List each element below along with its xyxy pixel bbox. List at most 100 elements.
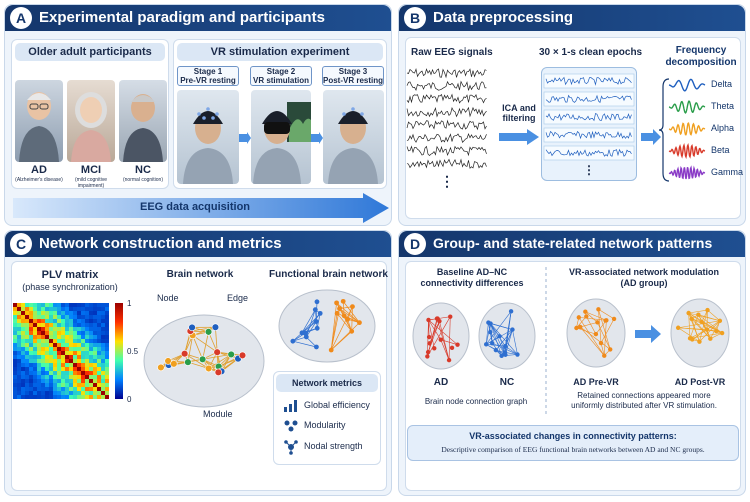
plv-cell [69, 347, 73, 351]
plv-cell [17, 315, 21, 319]
plv-cell [33, 367, 37, 371]
plv-cell [85, 307, 89, 311]
plv-cell [89, 327, 93, 331]
plv-cell [77, 303, 81, 307]
connection-node [446, 357, 452, 363]
plv-cell [85, 315, 89, 319]
plv-cell [89, 335, 93, 339]
plv-cell [61, 319, 65, 323]
plv-cell [49, 367, 53, 371]
plv-cell [25, 311, 29, 315]
connection-edge [598, 309, 602, 344]
plv-cell [25, 359, 29, 363]
connection-edge [485, 311, 512, 345]
plv-cell [105, 327, 109, 331]
connection-node [455, 342, 460, 347]
divider [545, 267, 547, 417]
connection-node [596, 307, 601, 312]
plv-cell [13, 351, 17, 355]
plv-cell [13, 395, 17, 399]
plv-cell [37, 307, 41, 311]
band-wave-beta [668, 142, 706, 160]
plv-cell [17, 359, 21, 363]
network-edge [192, 334, 218, 353]
plv-cell [85, 319, 89, 323]
panel-a: A Experimental paradigm and participants… [4, 4, 392, 226]
plv-cell [53, 387, 57, 391]
plv-cell [29, 335, 33, 339]
network-edge [215, 327, 218, 353]
plv-cell [73, 331, 77, 335]
plv-cell [93, 331, 97, 335]
plv-cell [21, 307, 25, 311]
plv-cell [53, 371, 57, 375]
ica-label-line1: ICA and [502, 103, 536, 113]
plv-cell [49, 303, 53, 307]
eeg-cap-subject-icon [183, 107, 233, 184]
raw-eeg-trace [406, 132, 487, 143]
plv-cell [89, 351, 93, 355]
connection-edge [678, 320, 720, 329]
connection-edge [512, 329, 518, 355]
plv-cell [93, 327, 97, 331]
elderly-woman-icon [71, 92, 111, 162]
plv-cell [89, 331, 93, 335]
network-edge [192, 335, 203, 360]
connection-node [493, 347, 499, 353]
plv-cell [105, 311, 109, 315]
nc-brain-network [478, 302, 536, 370]
plv-cell [101, 315, 105, 319]
plv-cell [41, 375, 45, 379]
plv-cell [13, 327, 17, 331]
plv-cell [29, 315, 33, 319]
plv-cell [17, 307, 21, 311]
network-edge [190, 326, 216, 332]
panel-b: B Data preprocessing Raw EEG signals ⋮ I… [398, 4, 746, 226]
module-edge-right [336, 313, 352, 332]
plv-cell [49, 375, 53, 379]
connection-node [578, 324, 583, 330]
brain-outline [278, 289, 376, 363]
epoch-trace [545, 94, 632, 104]
plv-cell [25, 307, 29, 311]
plv-cell [69, 391, 73, 395]
plv-cell [85, 311, 89, 315]
plv-cell [57, 391, 61, 395]
elderly-man-icon [123, 94, 163, 162]
plv-cell [29, 311, 33, 315]
plv-cell [77, 391, 81, 395]
plv-cell [29, 331, 33, 335]
plv-cell [49, 359, 53, 363]
plv-cell [25, 375, 29, 379]
plv-cell [69, 355, 73, 359]
eeg-acquisition-arrow [13, 193, 389, 223]
functional-brain-network [278, 289, 376, 363]
plv-cell [85, 359, 89, 363]
plv-cell [69, 359, 73, 363]
plv-cell [69, 315, 73, 319]
stage-3-number: Stage 3 [338, 67, 368, 76]
module-node-left [317, 310, 323, 316]
plv-cell [97, 311, 101, 315]
participant-sub-nc: (normal cognition) [122, 177, 164, 183]
network-node [170, 360, 178, 368]
plv-cell [17, 311, 21, 315]
plv-cell [69, 351, 73, 355]
plv-cell [97, 387, 101, 391]
plv-cell [65, 367, 69, 371]
plv-cell [53, 347, 57, 351]
module-edge-right [336, 302, 360, 323]
plv-cell [73, 363, 77, 367]
plv-cell [25, 323, 29, 327]
plv-cell [61, 323, 65, 327]
plv-cell [25, 339, 29, 343]
plv-cell [45, 363, 49, 367]
plv-cell [73, 343, 77, 347]
plv-cell [93, 323, 97, 327]
plv-cell [101, 335, 105, 339]
plv-cell [21, 371, 25, 375]
plv-cell [85, 355, 89, 359]
plv-cell [33, 331, 37, 335]
plv-cell [57, 347, 61, 351]
plv-cell [21, 359, 25, 363]
